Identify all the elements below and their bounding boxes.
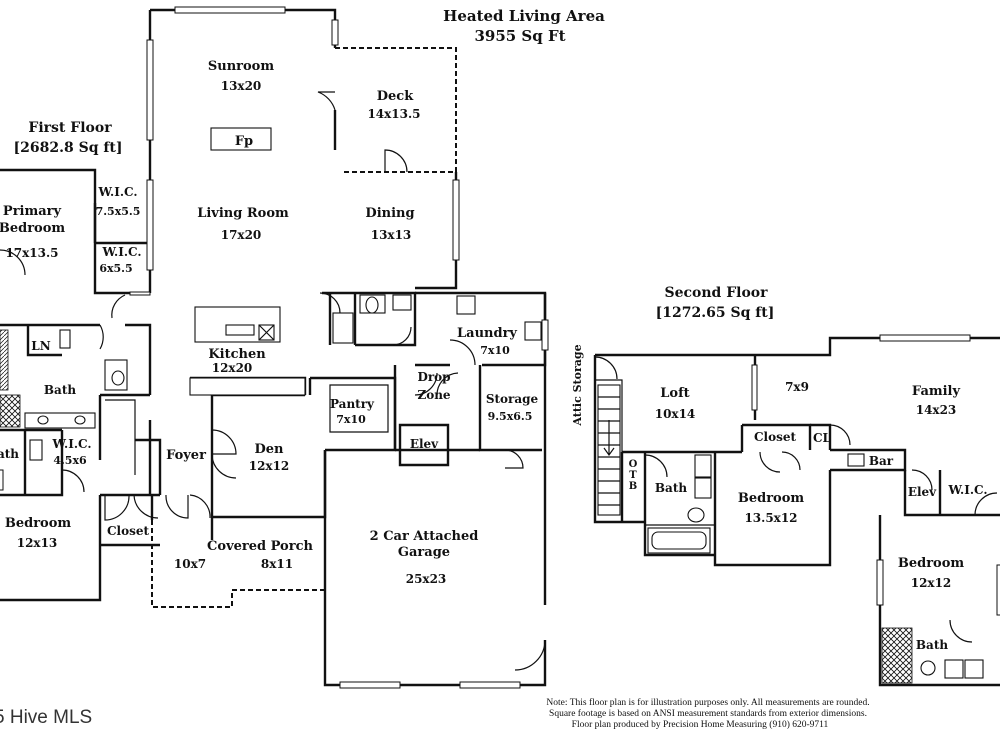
first-floor-area: [2682.8 Sq ft] bbox=[14, 140, 123, 156]
bar-label: Bar bbox=[869, 454, 894, 468]
bedroom-dim: 12x13 bbox=[17, 536, 58, 550]
first-floor-windows bbox=[0, 6, 549, 689]
garage-label-1: 2 Car Attached bbox=[370, 529, 479, 544]
first-floor-walls bbox=[0, 8, 547, 687]
note-line-2: Square footage is based on ANSI measurem… bbox=[549, 708, 867, 719]
deck-label: Deck bbox=[377, 89, 414, 104]
primary-bedroom-dim: 17x13.5 bbox=[5, 246, 58, 260]
second-floor-title: Second Floor bbox=[664, 285, 768, 301]
kitchen-dim: 12x20 bbox=[212, 361, 253, 375]
laundry-dim: 7x10 bbox=[480, 344, 510, 357]
second-floor-doors bbox=[594, 356, 998, 643]
otb-t: T bbox=[629, 470, 637, 481]
space-7x9-dim: 7x9 bbox=[785, 380, 809, 394]
drop-zone-label-1: Drop bbox=[417, 370, 450, 384]
covered-porch-label: Covered Porch bbox=[207, 539, 313, 554]
bedroom3-dim: 12x12 bbox=[911, 576, 952, 590]
kitchen-label: Kitchen bbox=[208, 347, 266, 362]
wic1-dim: 7.5x5.5 bbox=[96, 205, 141, 218]
wic4-label: W.I.C. bbox=[947, 483, 987, 497]
foyer-label: Foyer bbox=[166, 448, 206, 463]
pantry-dim: 7x10 bbox=[336, 413, 366, 426]
den-label: Den bbox=[255, 442, 285, 457]
second-floor-windows bbox=[751, 334, 1000, 616]
primary-bedroom-label-2: Bedroom bbox=[0, 221, 65, 236]
bath3-label: Bath bbox=[655, 481, 687, 495]
wic1-label: W.I.C. bbox=[97, 185, 137, 199]
wic3-label: W.I.C. bbox=[51, 437, 91, 451]
second-floor-fixtures bbox=[597, 384, 984, 684]
wic2-label: W.I.C. bbox=[101, 245, 141, 259]
dining-dim: 13x13 bbox=[371, 228, 412, 242]
laundry-label: Laundry bbox=[457, 326, 517, 341]
bedroom2-dim: 13.5x12 bbox=[744, 511, 797, 525]
elev2-label: Elev bbox=[908, 485, 937, 499]
bath-label: Bath bbox=[44, 383, 76, 397]
first-floor-labels: Sunroom 13x20 Fp Deck 14x13.5 Primary Be… bbox=[0, 59, 539, 586]
loft-dim: 10x14 bbox=[655, 407, 696, 421]
note-line-3: Floor plan produced by Precision Home Me… bbox=[572, 719, 829, 730]
note-line-1: Note: This floor plan is for illustratio… bbox=[546, 697, 869, 708]
covered-porch-dim: 8x11 bbox=[261, 557, 293, 571]
family-label: Family bbox=[912, 384, 961, 399]
den-dim: 12x12 bbox=[249, 459, 290, 473]
footer: 5 Hive MLS Note: This floor plan is for … bbox=[0, 697, 870, 730]
cl-label: CL bbox=[813, 431, 832, 445]
first-floor-doors bbox=[0, 91, 546, 671]
wic2-dim: 6x5.5 bbox=[99, 262, 132, 275]
fireplace-label: Fp bbox=[235, 134, 253, 149]
headers: Heated Living Area 3955 Sq Ft First Floo… bbox=[14, 7, 775, 321]
bedroom2-label: Bedroom bbox=[738, 491, 805, 506]
loft-label: Loft bbox=[660, 386, 689, 401]
deck-dim: 14x13.5 bbox=[367, 107, 420, 121]
otb-o: O bbox=[629, 459, 638, 470]
first-floor-title: First Floor bbox=[28, 120, 112, 136]
bath2-label: ath bbox=[0, 447, 19, 461]
dining-label: Dining bbox=[365, 206, 414, 221]
bath4-label: Bath bbox=[916, 638, 948, 652]
heated-area-title: Heated Living Area bbox=[443, 7, 605, 25]
garage-label-2: Garage bbox=[398, 545, 450, 560]
living-room-dim: 17x20 bbox=[221, 228, 262, 242]
living-room-label: Living Room bbox=[197, 206, 289, 221]
second-floor-area: [1272.65 Sq ft] bbox=[656, 305, 775, 321]
drop-zone-label-2: Zone bbox=[417, 388, 450, 402]
pantry-label: Pantry bbox=[330, 397, 375, 411]
watermark: 5 Hive MLS bbox=[0, 707, 92, 728]
otb-b: B bbox=[629, 481, 637, 492]
sunroom-dim: 13x20 bbox=[221, 79, 262, 93]
closet-label: Closet bbox=[107, 524, 150, 538]
wic3-dim: 4.5x6 bbox=[53, 454, 87, 467]
bedroom3-label: Bedroom bbox=[898, 556, 965, 571]
heated-area-total: 3955 Sq Ft bbox=[474, 27, 565, 45]
attic-storage-label: Attic Storage bbox=[571, 344, 584, 426]
garage-dim: 25x23 bbox=[406, 572, 447, 586]
ln-label: LN bbox=[31, 339, 50, 353]
closet2-label: Closet bbox=[754, 430, 797, 444]
first-floor-fixtures bbox=[0, 127, 542, 461]
family-dim: 14x23 bbox=[916, 403, 957, 417]
primary-bedroom-label-1: Primary bbox=[3, 204, 62, 219]
sunroom-label: Sunroom bbox=[208, 59, 274, 74]
storage-label: Storage bbox=[486, 392, 539, 406]
storage-dim: 9.5x6.5 bbox=[488, 410, 533, 423]
porch-side-dim: 10x7 bbox=[174, 557, 206, 571]
elev-label: Elev bbox=[410, 437, 439, 451]
second-floor-labels: Attic Storage Loft 10x14 7x9 Family 14x2… bbox=[571, 344, 988, 652]
bedroom-label: Bedroom bbox=[5, 516, 72, 531]
